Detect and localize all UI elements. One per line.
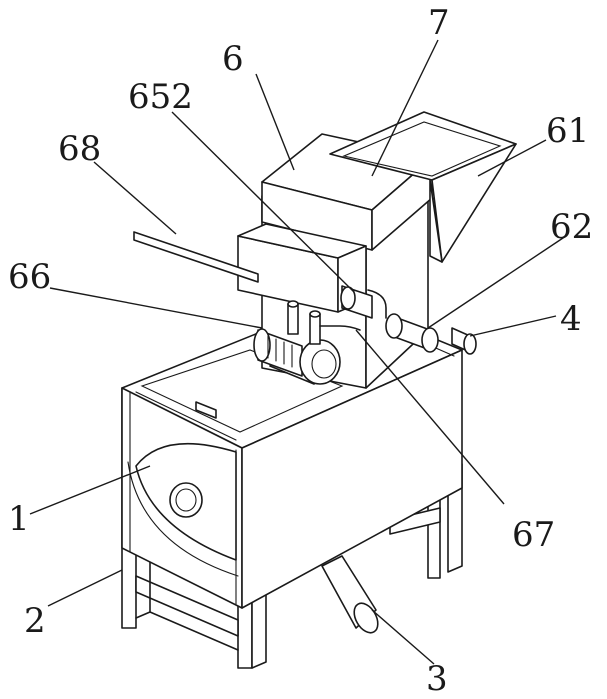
label-66: 66 [8, 257, 51, 297]
label-6: 6 [222, 39, 244, 79]
label-3: 3 [426, 659, 448, 699]
discharge-pipe [322, 556, 383, 637]
label-4: 4 [560, 299, 582, 339]
label-1: 1 [8, 499, 30, 539]
label-67: 67 [512, 515, 555, 555]
label-2: 2 [24, 601, 46, 641]
label-68: 68 [58, 129, 101, 169]
label-62: 62 [550, 207, 593, 247]
label-652: 652 [128, 77, 193, 117]
label-61: 61 [546, 111, 589, 151]
label-7: 7 [428, 3, 450, 43]
